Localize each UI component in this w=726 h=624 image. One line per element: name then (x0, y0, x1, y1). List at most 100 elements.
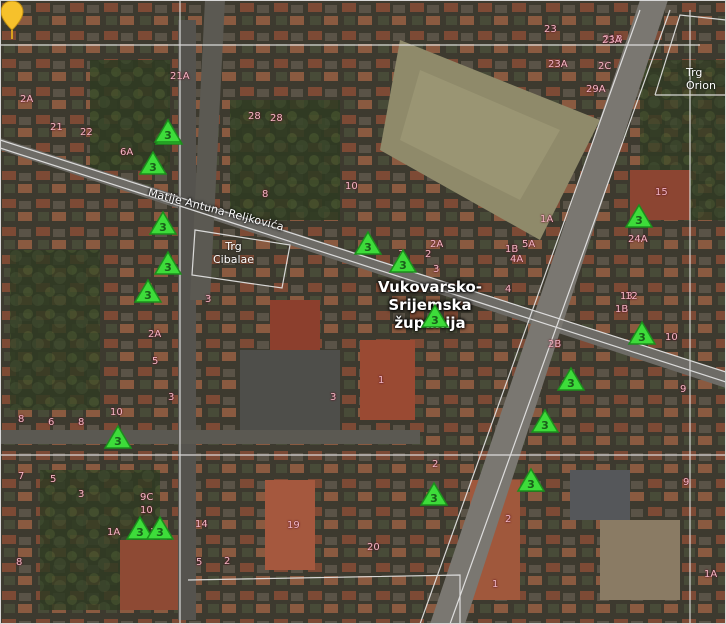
marker-triangle (133, 278, 163, 303)
marker-triangle (388, 248, 418, 273)
marker-triangle (138, 150, 168, 175)
house-number-label: 2 (432, 459, 439, 470)
green-triangle-marker-icon[interactable]: 3 (530, 408, 560, 434)
house-number-label: 21B (603, 34, 623, 45)
marker-shape: 3 (148, 210, 178, 235)
marker-triangle (516, 467, 546, 492)
house-number-label: 23A (548, 59, 568, 70)
marker-label: 3 (164, 129, 172, 142)
marker-label: 3 (399, 259, 407, 272)
marker-shape: 3 (153, 250, 183, 275)
house-number-label: 2 (425, 249, 432, 260)
marker-label: 3 (149, 161, 157, 174)
house-number-label: 1B (505, 244, 519, 255)
green-triangle-marker-icon[interactable]: 3 (624, 203, 654, 229)
house-number-label: 1B (615, 304, 629, 315)
house-number-label: 9 (683, 477, 690, 488)
marker-shape: 3 (556, 366, 586, 391)
house-number-label: 20 (367, 542, 380, 553)
house-number-label: 10 (665, 332, 678, 343)
marker-label: 3 (638, 331, 646, 344)
house-number-label: 1 (378, 375, 385, 386)
green-triangle-marker-icon[interactable]: 3 (103, 424, 133, 450)
green-triangle-marker-icon[interactable]: 3 (133, 278, 163, 304)
house-number-label: 21 (50, 122, 63, 133)
marker-label: 3 (164, 261, 172, 274)
green-triangle-marker-icon[interactable]: 3 (138, 150, 168, 176)
location-pin-icon[interactable] (0, 0, 24, 40)
green-triangle-marker-icon[interactable]: 3 (125, 515, 155, 541)
house-number-label: 28 (248, 111, 261, 122)
house-number-label: 1A (704, 569, 718, 580)
house-number-label: 22 (80, 127, 93, 138)
marker-triangle (419, 481, 449, 506)
marker-triangle (145, 515, 175, 540)
green-triangle-marker-icon[interactable]: 3 (153, 250, 183, 276)
marker-triangle (353, 230, 383, 255)
marker-shape: 3 (530, 408, 560, 433)
marker-shape: 3 (419, 481, 449, 506)
house-number-label: 28 (270, 113, 283, 124)
house-number-label: 8 (16, 557, 23, 568)
house-number-label: 3 (433, 264, 440, 275)
house-number-label: 13 (620, 291, 633, 302)
house-number-label: 9C (140, 492, 154, 503)
marker-triangle (624, 203, 654, 228)
marker-label: 3 (156, 526, 164, 539)
house-number-label: 5A (522, 239, 536, 250)
green-triangle-marker-icon[interactable]: 3 (153, 118, 183, 144)
house-number-label: 5 (196, 557, 203, 568)
marker-label: 3 (136, 526, 144, 539)
green-triangle-marker-icon[interactable]: 3 (353, 230, 383, 256)
green-triangle-marker-icon[interactable]: 3 (419, 481, 449, 507)
marker-label: 3 (114, 435, 122, 448)
green-triangle-marker-icon[interactable]: 3 (145, 515, 175, 541)
house-number-label: 8 (262, 189, 269, 200)
house-number-label: 10 (140, 505, 153, 516)
house-number-label: 12 (625, 291, 638, 302)
house-number-label: 2 (505, 514, 512, 525)
marker-triangle (103, 424, 133, 449)
green-triangle-marker-icon[interactable]: 3 (420, 303, 450, 329)
marker-triangle (627, 320, 657, 345)
marker-shape: 3 (420, 303, 450, 328)
house-number-label: 2A (148, 329, 162, 340)
marker-triangle (153, 118, 183, 143)
house-number-label: 6A (120, 147, 134, 158)
green-triangle-marker-icon[interactable]: 3 (148, 210, 178, 236)
green-triangle-marker-icon[interactable]: 3 (627, 320, 657, 346)
marker-shape: 3 (138, 150, 168, 175)
green-triangle-marker-icon[interactable]: 3 (516, 467, 546, 493)
house-number-label: 4A (510, 254, 524, 265)
house-number-label: 5 (50, 474, 57, 485)
house-number-label: 2 (224, 556, 231, 567)
green-triangle-marker-icon[interactable]: 3 (556, 366, 586, 392)
marker-label: 3 (541, 419, 549, 432)
house-number-label: 1A (107, 527, 121, 538)
house-number-label: 24A (628, 234, 648, 245)
marker-label: 3 (431, 314, 439, 327)
house-number-label: 2A (430, 239, 444, 250)
house-number-label: 4 (505, 284, 512, 295)
marker-label: 3 (430, 492, 438, 505)
marker-triangle (153, 250, 183, 275)
house-number-label: 19 (287, 520, 300, 531)
marker-label: 3 (144, 289, 152, 302)
marker-label: 3 (527, 478, 535, 491)
house-number-label: 2B (548, 339, 562, 350)
house-number-label: 15 (655, 187, 668, 198)
house-number-label: 10 (110, 407, 123, 418)
marker-triangle (530, 408, 560, 433)
house-number-label: 2A (20, 94, 34, 105)
marker-triangle (125, 515, 155, 540)
marker-shape: 3 (388, 248, 418, 273)
green-triangle-marker-icon[interactable]: 3 (388, 248, 418, 274)
house-number-label: 6 (48, 417, 55, 428)
house-number-label: 7 (18, 471, 25, 482)
marker-label: 3 (635, 214, 643, 227)
marker-label: 3 (364, 241, 372, 254)
house-number-label: 3 (205, 294, 212, 305)
house-number-label: 14 (195, 519, 208, 530)
house-number-label: 8 (18, 414, 25, 425)
